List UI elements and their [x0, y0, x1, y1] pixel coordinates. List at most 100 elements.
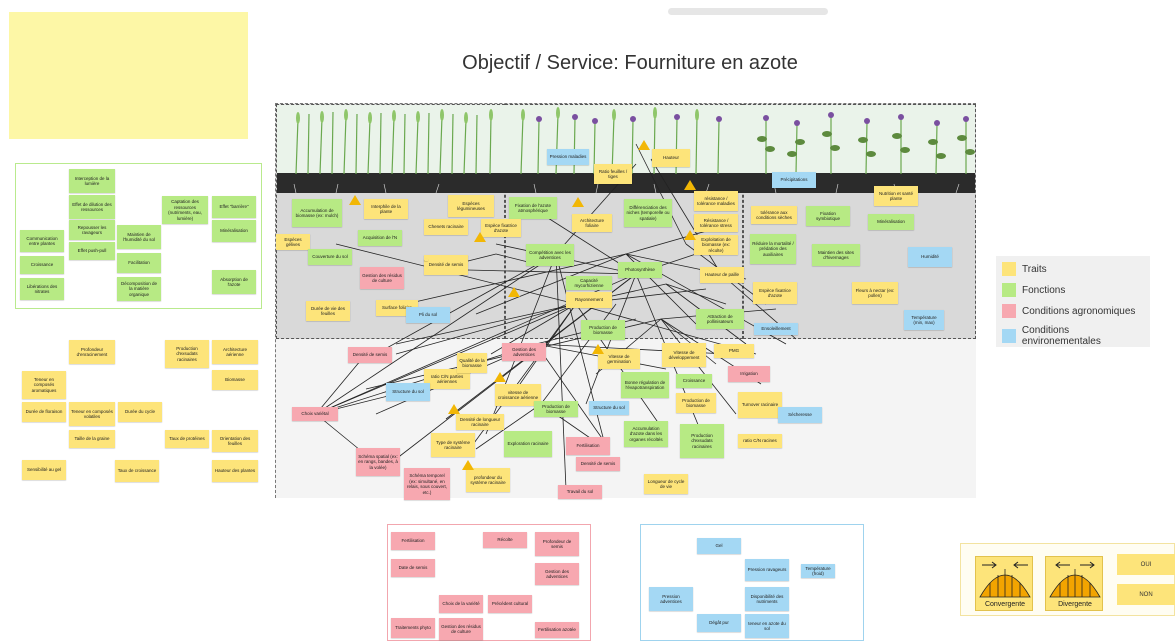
- sticky-note[interactable]: Qualité de la biomasse: [457, 353, 487, 373]
- sticky-note[interactable]: Précipitations: [772, 172, 816, 188]
- sticky-note[interactable]: Vitesse de germination: [598, 349, 640, 369]
- sticky-note[interactable]: Repousser les ravageurs: [69, 220, 115, 240]
- sticky-note[interactable]: Production de biomasse: [534, 401, 578, 417]
- sticky-note[interactable]: Durée de floraison: [22, 402, 66, 422]
- sticky-note[interactable]: teneur en azote du sol: [745, 614, 789, 638]
- sticky-note[interactable]: Hauteur des plantes: [212, 460, 258, 482]
- sticky-note[interactable]: Photosynthèse: [618, 262, 662, 278]
- sticky-note[interactable]: Structure du sol: [589, 401, 629, 415]
- sticky-note[interactable]: Taux de croissance: [115, 460, 159, 482]
- non-option[interactable]: NON: [1117, 584, 1175, 605]
- sticky-note[interactable]: Densité de semis: [424, 255, 468, 275]
- sticky-note[interactable]: Attraction de pollinisateurs: [696, 309, 744, 329]
- sticky-note[interactable]: Sécheresse: [778, 407, 822, 423]
- sticky-note[interactable]: Décomposition de la matière organique: [117, 277, 161, 301]
- sticky-note[interactable]: Irrigation: [728, 366, 770, 382]
- sticky-note[interactable]: Chenets racinaire: [424, 219, 468, 235]
- sticky-note[interactable]: Architecture foliaire: [572, 214, 612, 232]
- sticky-note[interactable]: Structure du sol: [386, 383, 430, 401]
- sticky-note[interactable]: Accumulation d'azote dans les organes ré…: [624, 421, 668, 447]
- sticky-note[interactable]: Ensoleillement: [754, 323, 798, 335]
- sticky-note[interactable]: Vitesse de développement: [662, 343, 706, 367]
- sticky-note[interactable]: Durée du cycle: [118, 402, 162, 422]
- sticky-note[interactable]: Teneur en composés aromatiques: [22, 371, 66, 399]
- sticky-note[interactable]: Température (froid): [801, 564, 835, 578]
- sticky-note[interactable]: Gestion des résidus de culture: [439, 618, 483, 640]
- sticky-note[interactable]: Couverture du sol: [308, 249, 352, 265]
- top-scroll-bar[interactable]: [668, 8, 828, 15]
- sticky-note[interactable]: Disponibilité des nutriments: [745, 587, 789, 611]
- sticky-note[interactable]: Communication entre plantes: [20, 230, 64, 252]
- sticky-note[interactable]: Pli du sol: [406, 307, 450, 323]
- sticky-note[interactable]: Production d'exsudats racinaires: [165, 340, 209, 368]
- sticky-note[interactable]: Espèces gélives: [276, 234, 310, 250]
- sticky-note[interactable]: ratio C/N racines: [738, 434, 782, 448]
- sticky-note[interactable]: Interception de la lumière: [69, 169, 115, 193]
- sticky-note[interactable]: Schéma spatial (ex: en rangs, bandes, à …: [356, 448, 400, 476]
- sticky-note[interactable]: Effet de dilution des ressources: [69, 195, 115, 219]
- sticky-note[interactable]: Bonne régulation de l'évapotranspiration: [621, 372, 669, 398]
- sticky-note[interactable]: Captation des ressources (nutriments, ea…: [162, 196, 208, 224]
- sticky-note[interactable]: Gestion des résidus de culture: [360, 267, 404, 289]
- divergente-badge[interactable]: Divergente: [1045, 556, 1103, 611]
- sticky-note[interactable]: Gel: [697, 538, 741, 554]
- sticky-note[interactable]: Résistance / tolérance stress: [694, 214, 738, 232]
- sticky-note[interactable]: Profondeur racinaire: [424, 259, 428, 261]
- sticky-note[interactable]: Pression ravageurs: [745, 559, 789, 581]
- sticky-note[interactable]: Température (min, max): [904, 310, 944, 330]
- sticky-note[interactable]: Type de système racinaire: [431, 433, 475, 457]
- sticky-note[interactable]: Espèces légumineuses: [448, 195, 494, 217]
- sticky-note[interactable]: tolérance aux conditions sèches: [751, 206, 797, 224]
- sticky-note[interactable]: Effet "barrière": [212, 196, 256, 218]
- sticky-note[interactable]: Accumulation de biomasse (ex: mulch): [292, 199, 342, 227]
- sticky-note[interactable]: Humidité: [908, 247, 952, 267]
- sticky-note[interactable]: Maintien de l'humidité du sol: [117, 225, 161, 249]
- sticky-note[interactable]: Teneur en composés volatiles: [69, 402, 115, 426]
- sticky-note[interactable]: Facilitation: [117, 253, 161, 273]
- concept-map-canvas[interactable]: Accumulation de biomasse (ex: mulch) Int…: [275, 103, 976, 500]
- sticky-note[interactable]: Ratio feuilles / tiges: [594, 164, 632, 184]
- sticky-note[interactable]: Sensibilité au gel: [22, 460, 66, 480]
- sticky-note[interactable]: Longueur de cycle de vie: [644, 474, 688, 494]
- sticky-note[interactable]: Fleurs à nectar (ex: pollen): [852, 282, 898, 304]
- sticky-note[interactable]: Capacité mycorhizienne: [566, 276, 612, 290]
- oui-option[interactable]: OUI: [1117, 554, 1175, 575]
- sticky-note[interactable]: Densité de semis: [348, 347, 392, 363]
- sticky-note[interactable]: Orientation des feuilles: [212, 430, 258, 452]
- sticky-note[interactable]: Schéma temporel (ex: simultané, en relai…: [404, 468, 450, 500]
- sticky-note[interactable]: Exploitation de biomasse (ex: récolte): [694, 235, 738, 255]
- convergente-badge[interactable]: Convergente: [975, 556, 1033, 611]
- sticky-note[interactable]: Croissance: [676, 374, 712, 388]
- sticky-note[interactable]: Travail du sol: [558, 485, 602, 499]
- sticky-note[interactable]: Gestion des adventices: [535, 563, 579, 585]
- sticky-note[interactable]: Croissance: [20, 256, 64, 274]
- sticky-note[interactable]: Taux de protéines: [165, 430, 209, 448]
- sticky-note[interactable]: Choix variétal: [292, 407, 338, 421]
- sticky-note[interactable]: Profondeur de semis: [535, 532, 579, 556]
- sticky-note[interactable]: Fixation de l'azote atmosphérique: [509, 197, 557, 219]
- sticky-note[interactable]: Choix de la variété: [439, 595, 483, 613]
- sticky-note[interactable]: Récolte: [483, 532, 527, 548]
- sticky-note[interactable]: Fixation symbiotique: [806, 206, 850, 226]
- sticky-note[interactable]: Durée de vie des feuilles: [306, 301, 350, 321]
- sticky-note[interactable]: Turnover racinaire: [738, 392, 782, 418]
- sticky-note[interactable]: vitesse de croissance aérienne: [495, 384, 541, 406]
- sticky-note[interactable]: Profondeur d'enracinement: [69, 340, 115, 364]
- sticky-note[interactable]: PMG: [714, 344, 754, 358]
- sticky-note[interactable]: Fertilisation azotée: [535, 622, 579, 638]
- sticky-note[interactable]: Hauteur de paille: [700, 267, 744, 283]
- sticky-note[interactable]: Précédent cultural: [488, 595, 532, 613]
- sticky-note[interactable]: Production de biomasse: [676, 393, 716, 413]
- sticky-note[interactable]: profondeur du système racinaire: [466, 468, 510, 492]
- sticky-note[interactable]: Différenciation des niches (temporelle o…: [624, 199, 672, 227]
- sticky-note[interactable]: Rayonnement: [566, 292, 612, 308]
- sticky-note[interactable]: Architecture aérienne: [212, 340, 258, 364]
- sticky-note[interactable]: Exploration racinaire: [504, 431, 552, 457]
- sticky-note[interactable]: Biomasse: [212, 370, 258, 390]
- sticky-note[interactable]: Dégât pur: [697, 614, 741, 632]
- sticky-note[interactable]: Effet push-pull: [69, 242, 115, 260]
- sticky-note[interactable]: Interphile de la plante: [364, 199, 408, 219]
- sticky-note[interactable]: Densité de longueur racinaire: [456, 414, 504, 430]
- sticky-note[interactable]: Taille de la graine: [69, 430, 115, 448]
- yellow-sticky-note[interactable]: [9, 12, 248, 139]
